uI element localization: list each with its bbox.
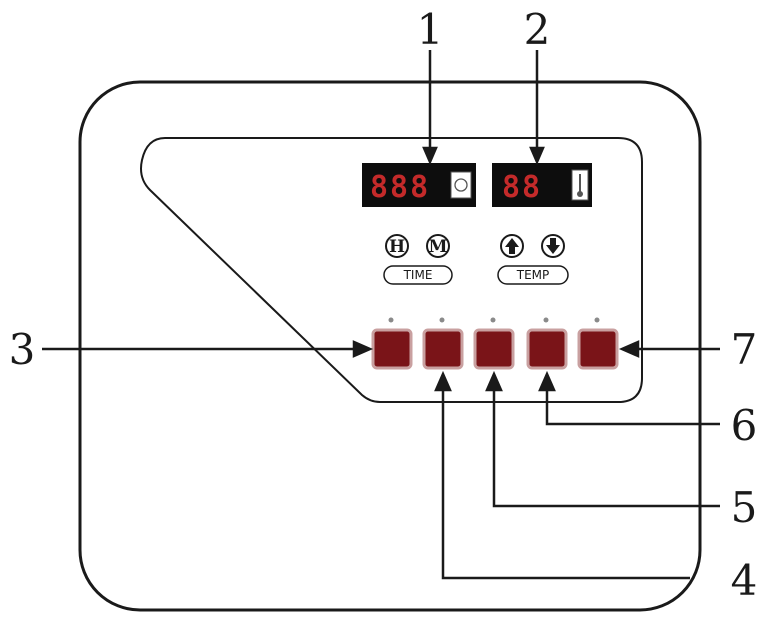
temp-display: 88 [492, 163, 592, 207]
temp-group: TEMP [497, 234, 569, 285]
arrow-up-icon [500, 234, 524, 258]
callout-1: 1 [417, 5, 444, 54]
callout-2: 2 [524, 5, 551, 54]
clock-icon [450, 171, 472, 199]
callout-6: 6 [731, 401, 758, 450]
thermometer-icon [571, 169, 589, 201]
minute-label: M [429, 237, 448, 257]
indicator-led-4 [543, 317, 549, 323]
leader-6 [545, 385, 720, 426]
control-button-3[interactable] [473, 328, 515, 370]
hour-label: H [389, 237, 405, 257]
control-button-5[interactable] [577, 328, 619, 370]
indicator-led-2 [439, 317, 445, 323]
leader-5 [492, 385, 720, 508]
callout-numbers: 1 2 3 4 5 6 7 [9, 5, 758, 605]
control-button-2[interactable] [422, 328, 464, 370]
control-button-1[interactable] [371, 328, 413, 370]
control-button-4[interactable] [526, 328, 568, 370]
indicator-led-3 [490, 317, 496, 323]
minute-circle [426, 234, 450, 258]
temp-caption-frame [497, 265, 569, 285]
arrow-down-icon [541, 234, 565, 258]
leader-4 [441, 385, 690, 580]
callout-4: 4 [731, 556, 758, 605]
leader-lines [42, 50, 720, 580]
face-plate [140, 137, 643, 403]
time-caption: TIME [403, 268, 433, 282]
hour-circle [385, 234, 409, 258]
button-row [371, 317, 619, 370]
panel-housing [78, 80, 702, 612]
callout-5: 5 [731, 483, 758, 532]
callout-7: 7 [731, 325, 758, 374]
indicator-led-1 [388, 317, 394, 323]
temp-digits: 88 [502, 170, 542, 205]
indicator-led-5 [594, 317, 600, 323]
time-group: H M TIME [383, 234, 453, 285]
time-digits: 888 [370, 170, 430, 205]
time-caption-frame [383, 265, 453, 285]
time-display: 888 [362, 163, 476, 207]
callout-3: 3 [9, 325, 36, 374]
temp-caption: TEMP [516, 268, 550, 282]
